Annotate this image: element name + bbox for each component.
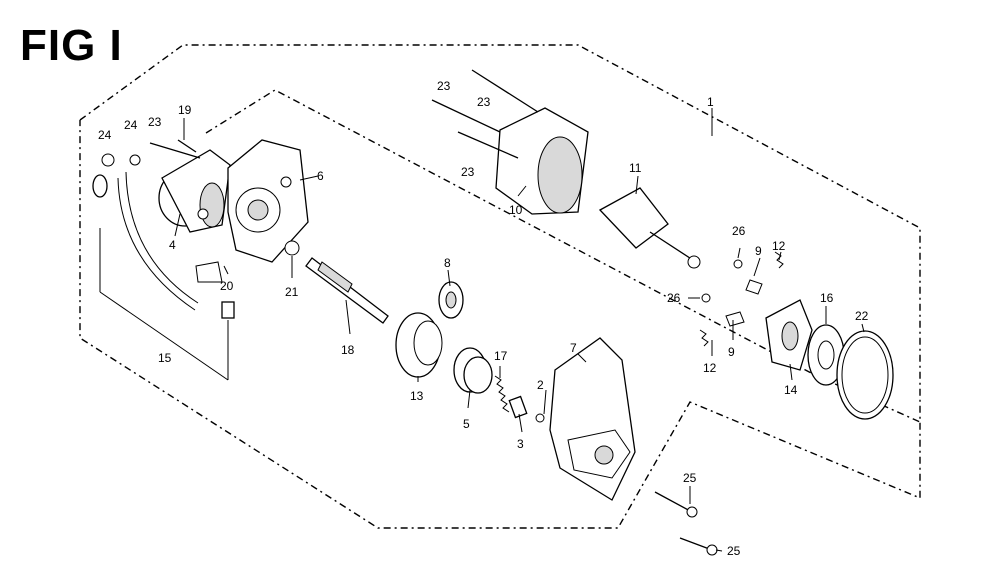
washer-2: [535, 413, 545, 423]
callout-20: 20: [220, 279, 234, 293]
callout-11: 11: [629, 161, 642, 175]
washer: [129, 154, 141, 166]
mounting-bolt: [654, 491, 693, 513]
gear-8: [438, 281, 464, 319]
callout-25b: 25: [727, 544, 741, 558]
brush: [725, 311, 745, 327]
brush-holder: [765, 299, 813, 371]
callout-9b: 9: [728, 345, 735, 359]
assembly-border-outer: [79, 44, 921, 529]
cable-connector: [221, 301, 235, 319]
callout-4: 4: [169, 238, 176, 252]
callout-24b: 24: [124, 118, 138, 132]
callout-15: 15: [158, 351, 172, 365]
cable-terminal: [92, 174, 108, 198]
callout-2: 2: [537, 378, 544, 392]
callout-12b: 12: [703, 361, 717, 375]
callout-23b: 23: [477, 95, 491, 109]
spring: [494, 375, 510, 413]
brush-screw: [733, 259, 743, 269]
callout-5: 5: [463, 417, 470, 431]
washer-21: [284, 240, 300, 256]
callout-16: 16: [820, 291, 834, 305]
callout-1: 1: [707, 95, 714, 109]
through-bolt: [471, 69, 539, 113]
gear-housing: [549, 337, 636, 501]
figure-title: FIG I: [20, 21, 123, 70]
through-bolt: [457, 131, 519, 159]
bolt: [149, 142, 201, 159]
callout-9a: 9: [755, 244, 762, 258]
callout-24a: 24: [98, 128, 112, 142]
callout-26a: 26: [732, 224, 746, 238]
drive-shaft: [305, 257, 389, 324]
cover-plate: [227, 139, 309, 263]
callout-12a: 12: [772, 239, 786, 253]
callout-23d: 23: [148, 115, 162, 129]
o-ring-22: [836, 330, 894, 420]
pinion-5: [453, 347, 493, 394]
motor-yoke: [495, 107, 589, 215]
mounting-bolt: [679, 537, 713, 551]
plate-16: [807, 324, 845, 386]
callout-10: 10: [509, 203, 523, 217]
callout-14: 14: [784, 383, 798, 397]
callout-23a: 23: [437, 79, 451, 93]
callout-25a: 25: [683, 471, 697, 485]
through-bolt: [431, 99, 501, 133]
bracket: [195, 261, 223, 283]
callout-3: 3: [517, 437, 524, 451]
callout-26b: 26: [667, 291, 681, 305]
callout-6: 6: [317, 169, 324, 183]
gear-13: [395, 312, 443, 378]
callout-23c: 23: [461, 165, 475, 179]
brush: [745, 279, 763, 295]
brush-screw: [701, 293, 711, 303]
callout-19: 19: [178, 103, 192, 117]
callout-7: 7: [570, 341, 577, 355]
callout-18: 18: [341, 343, 355, 357]
callout-22: 22: [855, 309, 869, 323]
screw: [177, 139, 197, 153]
starter-motor: [158, 149, 231, 233]
callout-13: 13: [410, 389, 424, 403]
brush-spring: [699, 329, 709, 347]
nut: [101, 153, 115, 167]
armature: [598, 187, 701, 269]
bushing: [508, 395, 528, 419]
callout-8: 8: [444, 256, 451, 270]
brush-spring: [774, 251, 784, 269]
callout-21: 21: [285, 285, 299, 299]
callout-17: 17: [494, 349, 508, 363]
